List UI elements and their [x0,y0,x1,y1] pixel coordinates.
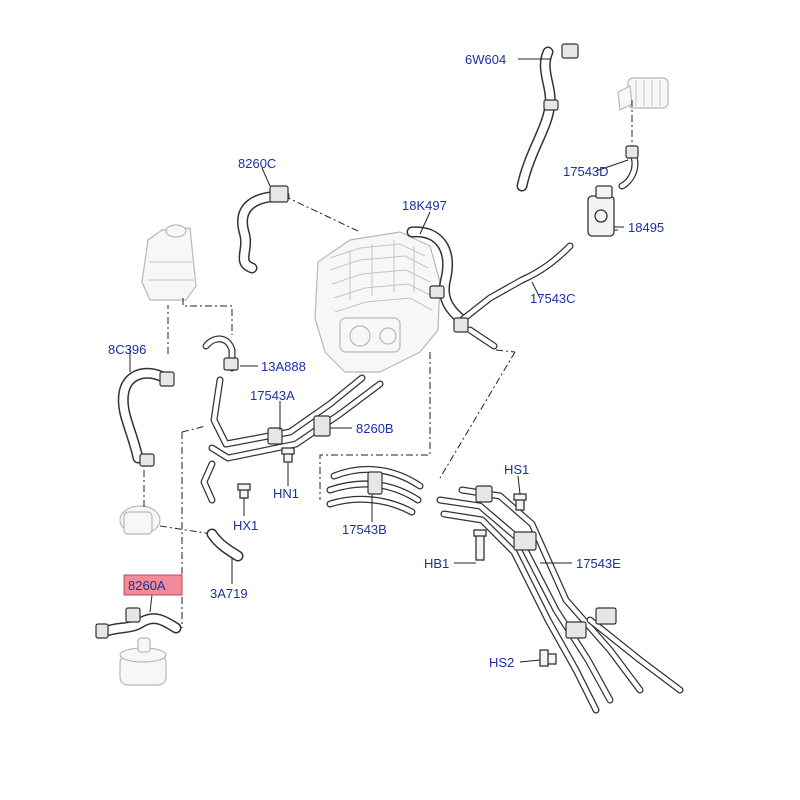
callout-17543b: 17543B [342,522,387,537]
hose-17543d [618,145,639,190]
callout-18k497: 18K497 [402,198,447,213]
callout-8260a: 8260A [128,578,166,593]
callout-6w604: 6W604 [465,52,506,67]
callout-17543d: 17543D [563,164,609,179]
callout-hx1: HX1 [233,518,258,533]
bolt-hb1 [473,529,487,561]
callout-hs1: HS1 [504,462,529,477]
filter-ghost [119,637,167,686]
callout-13a888: 13A888 [261,359,306,374]
callout-8260b: 8260B [356,421,394,436]
callout-3a719: 3A719 [210,586,248,601]
hose-18k497 [406,226,468,326]
bolt-hs2 [539,649,557,667]
callout-8260c: 8260C [238,156,276,171]
hose-3a719 [206,528,244,562]
callout-hs2: HS2 [489,655,514,670]
pipe-bundle-17543e [436,485,684,714]
leader-lines [129,58,629,663]
hose-8c396 [117,367,175,467]
bolt-hx1 [237,483,251,499]
hose-8260c [237,185,290,274]
valve-18495 [587,185,615,237]
pump-ghost [119,505,161,535]
hose-6w604 [516,43,579,192]
coolant-reservoir-ghost [141,224,197,301]
callout-17543c: 17543C [530,291,576,306]
bolt-hs1 [513,493,527,511]
callout-17543a: 17543A [250,388,295,403]
engine-ghost [314,231,441,373]
callout-8c396: 8C396 [108,342,146,357]
callout-hb1: HB1 [424,556,449,571]
callout-hn1: HN1 [273,486,299,501]
highlight-8260a [123,574,183,596]
pipe-17543a [200,374,384,504]
oil-cooler-ghost [617,77,669,111]
hose-8260a [95,607,182,639]
fasteners [237,447,557,667]
callout-17543e: 17543E [576,556,621,571]
hose-17543c [453,242,574,350]
callout-18495: 18495 [628,220,664,235]
bolt-hn1 [281,447,295,463]
connector-13a888 [202,335,239,372]
callout-labels: 6W604 8260C 17543D 18K497 18495 17543C 8… [108,52,664,670]
pipe-bundle-17543b [326,465,424,516]
